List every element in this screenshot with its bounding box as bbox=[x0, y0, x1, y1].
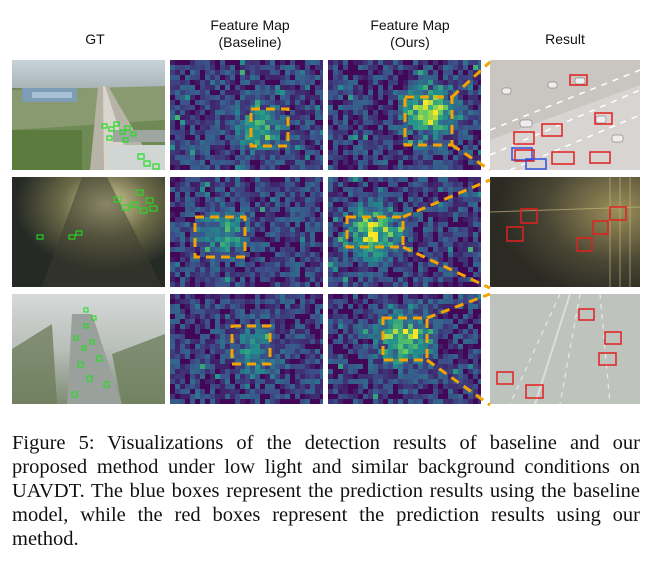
feature-map-baseline-row3 bbox=[170, 294, 323, 404]
feature-map-baseline-row1 bbox=[170, 60, 323, 170]
gt-image-row2 bbox=[12, 177, 165, 287]
header-gt: GT bbox=[85, 31, 105, 47]
feature-map-baseline-row2 bbox=[170, 177, 323, 287]
header-result: Result bbox=[545, 31, 585, 47]
gt-image-row3 bbox=[12, 294, 165, 404]
result-image-row3 bbox=[490, 294, 640, 404]
header-feature-map-ours: Feature Map (Ours) bbox=[370, 17, 450, 50]
result-image-row1 bbox=[490, 60, 640, 170]
header-feature-map-baseline: Feature Map (Baseline) bbox=[210, 17, 290, 50]
feature-map-ours-row1 bbox=[328, 60, 481, 170]
result-image-row2 bbox=[490, 177, 640, 287]
figure-caption: Figure 5: Visualizations of the detectio… bbox=[12, 432, 640, 550]
feature-map-ours-row3 bbox=[328, 294, 481, 404]
feature-map-ours-row2 bbox=[328, 177, 481, 287]
gt-image-row1 bbox=[12, 60, 165, 170]
